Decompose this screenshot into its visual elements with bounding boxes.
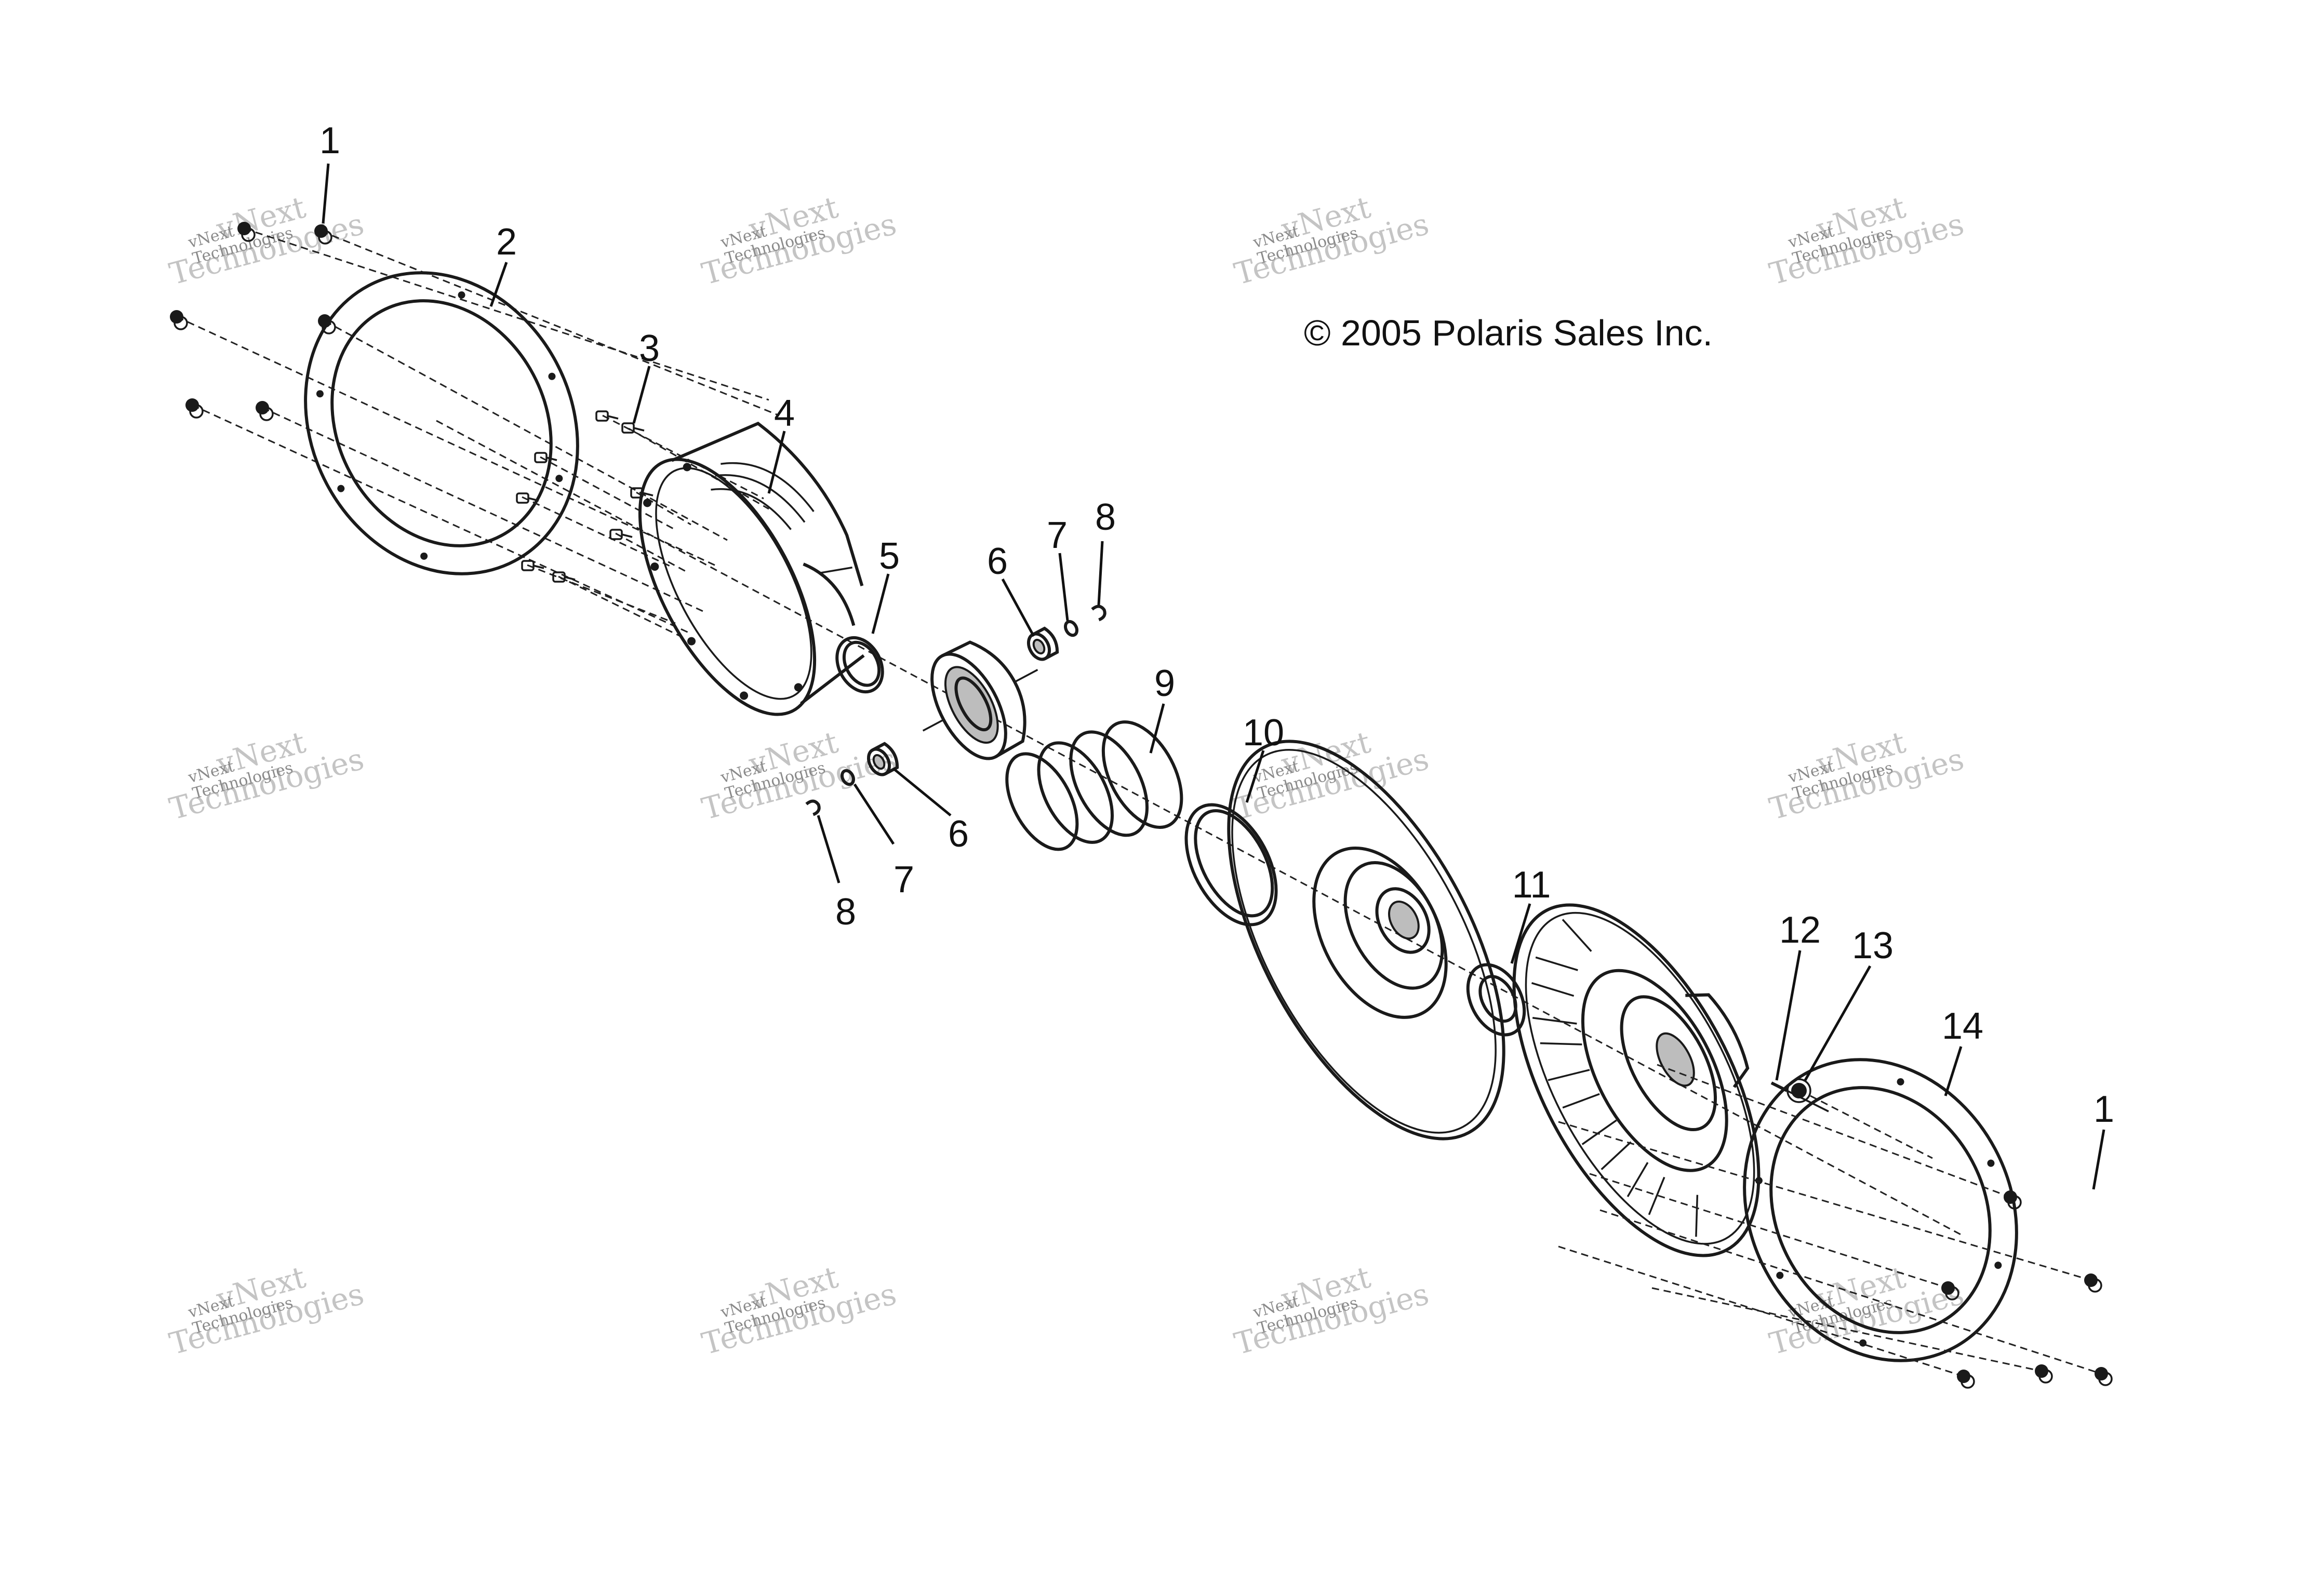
watermark: vNext Technologies vNext Technologies	[1231, 190, 1432, 292]
screw	[516, 492, 539, 504]
callout-6-lower: 6	[948, 813, 969, 855]
screw	[1957, 1370, 1975, 1389]
callout-3: 3	[639, 328, 660, 369]
screws-left-group	[170, 222, 780, 635]
screw	[2095, 1367, 2113, 1386]
callout-9: 9	[1154, 663, 1175, 704]
ring-10	[1184, 803, 1278, 927]
screw	[170, 310, 188, 330]
screw	[314, 224, 332, 245]
watermark: vNext Technologies vNext Technologies	[1231, 1259, 1432, 1362]
screw	[534, 452, 557, 463]
screw	[621, 422, 645, 434]
spring	[1005, 720, 1183, 851]
clip-lower	[805, 799, 821, 816]
callout-10: 10	[1243, 712, 1284, 754]
screw	[237, 222, 256, 242]
gasket-ring-right	[1743, 1058, 2018, 1362]
washer-lower	[840, 769, 856, 786]
callout-labels: 1 2 3 4 5 6 7 8 9 10 6 7 8 11 12 13 14 1	[319, 120, 2114, 1130]
watermark-grid: vNext Technologies vNext Technologies vN…	[166, 190, 1967, 1362]
screw	[256, 401, 274, 421]
callout-14: 14	[1942, 1005, 1983, 1047]
watermark: vNext Technologies vNext Technologies	[698, 190, 900, 292]
moveable-sheave	[1227, 740, 1505, 1141]
screw	[552, 571, 576, 583]
callout-13: 13	[1852, 925, 1893, 967]
leader-lines	[322, 163, 2105, 1190]
assembly-axis	[436, 420, 1964, 1237]
screw	[2004, 1190, 2022, 1210]
screw	[185, 398, 204, 419]
watermark: vNext Technologies vNext Technologies	[1766, 725, 1967, 827]
callout-8-lower: 8	[835, 891, 856, 933]
roller-upper	[1026, 626, 1059, 661]
washer-ring-5	[835, 636, 884, 694]
cover-screws	[516, 410, 769, 640]
watermark: vNext Technologies vNext Technologies	[1766, 190, 1967, 292]
washer-upper	[1063, 620, 1079, 637]
callout-11: 11	[1512, 864, 1551, 906]
gasket-ring-left	[304, 271, 579, 575]
screw	[521, 560, 544, 571]
spider-bearing	[922, 640, 1038, 760]
watermark: vNext Technologies vNext Technologies	[166, 725, 367, 827]
callout-4: 4	[774, 393, 795, 434]
screw	[595, 410, 619, 422]
washer-11	[1466, 963, 1526, 1037]
screw	[2084, 1273, 2102, 1293]
callout-1-top: 1	[319, 120, 340, 162]
callout-8-upper: 8	[1095, 497, 1116, 538]
watermark: vNext Technologies vNext Technologies	[698, 1259, 900, 1362]
roller-lower	[866, 742, 899, 776]
screw	[1941, 1281, 1959, 1300]
callout-2: 2	[496, 221, 517, 263]
screw	[609, 529, 633, 540]
screw	[2035, 1364, 2053, 1384]
callout-6-upper: 6	[987, 541, 1008, 582]
watermark: vNext Technologies vNext Technologies	[166, 1259, 367, 1362]
callout-1-bottom: 1	[2093, 1089, 2114, 1130]
nut-13	[1786, 1078, 1933, 1159]
screws-right-group	[1558, 1064, 2113, 1389]
clutch-cover	[638, 421, 865, 716]
copyright-notice: © 2005 Polaris Sales Inc.	[1304, 313, 1713, 353]
callout-7-lower: 7	[894, 859, 914, 901]
clip-upper	[1091, 605, 1106, 622]
callout-5: 5	[879, 535, 900, 577]
watermark: vNext Technologies vNext Technologies	[698, 725, 900, 827]
callout-7-upper: 7	[1047, 515, 1068, 556]
callout-12: 12	[1779, 909, 1821, 951]
fixed-sheave	[1512, 903, 1761, 1257]
